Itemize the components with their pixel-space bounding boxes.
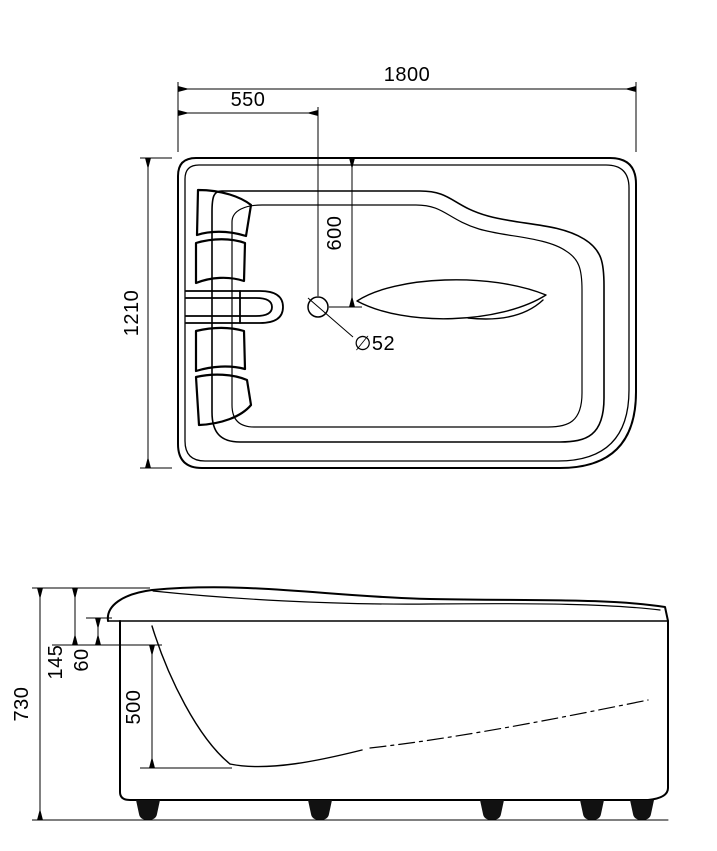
top-view [177,157,637,469]
faucet-inner [185,297,273,317]
dim-drain-offset-y: 600 [324,216,346,251]
pillow-segment [194,326,247,373]
interior-slope [151,625,231,765]
water-lens [356,279,547,320]
faucet-outer [185,290,284,324]
top-view-inner-rim [184,164,630,462]
drain [307,296,329,318]
water-ripple [467,299,544,320]
dim-drain-diameter: ∅52 [354,333,395,355]
dim-lip-height: 60 [71,648,93,671]
dim-overall-height: 730 [11,687,33,722]
dim-overall-depth: 1210 [121,290,143,337]
side-view-dimension-lines [32,587,232,821]
dim-overall-width: 1800 [384,64,431,86]
interior-bottom-hidden [369,699,649,749]
top-view-outer-outline [177,157,637,469]
drain-leader-line [307,297,354,338]
headrest-pillows [194,188,253,427]
foot [580,800,604,820]
pillow-segment [194,238,247,285]
faucet [185,290,284,324]
basin-inner-edge [231,204,583,428]
pillow-segment [195,188,253,238]
rim-inner-profile [152,590,661,611]
rim-top-profile [106,586,669,622]
foot [480,800,504,820]
water-outline [356,279,547,320]
foot [136,800,160,820]
dim-rim-to-ledge: 145 [45,645,67,680]
foot [308,800,332,820]
body-outline [119,620,669,801]
feet [136,800,654,820]
dim-drain-offset-x: 550 [231,89,266,111]
basin-outer-edge [211,190,605,443]
pillow-segment [194,373,253,427]
foot [630,800,654,820]
side-view [106,586,669,821]
top-view-dimension-lines [140,82,637,469]
interior-bottom [229,749,363,768]
dim-basin-depth: 500 [123,690,145,725]
